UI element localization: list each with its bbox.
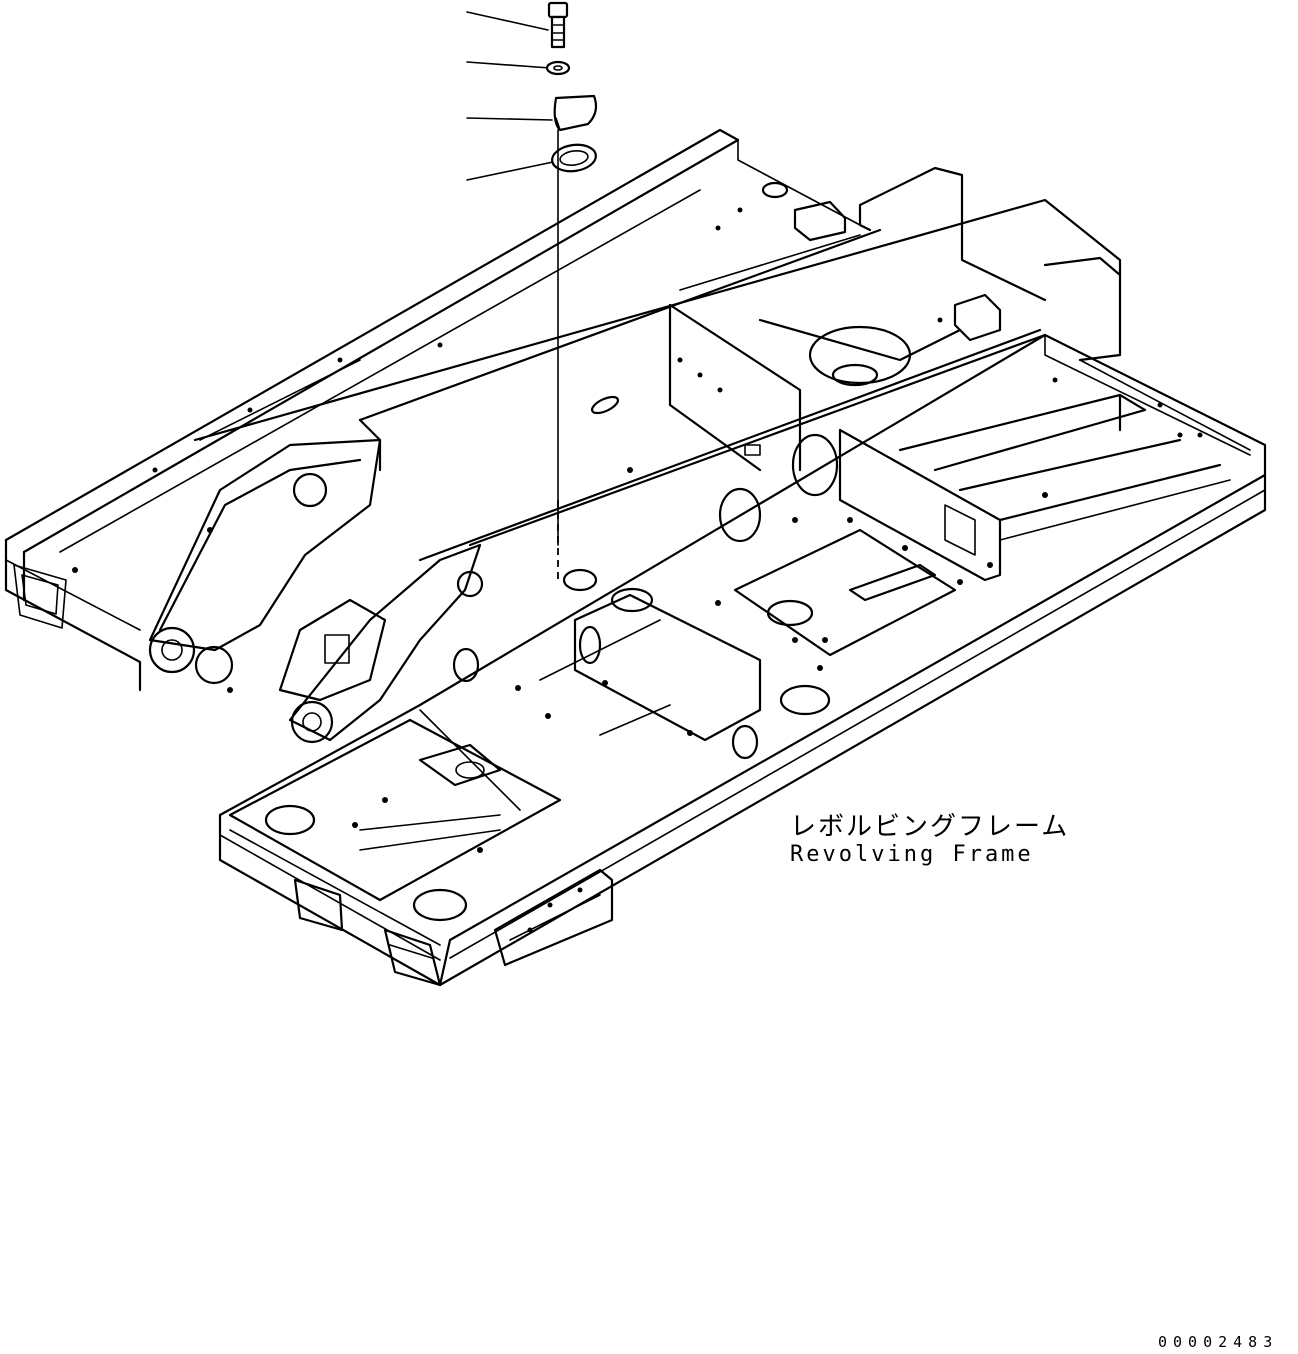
right-side-beam bbox=[218, 333, 1267, 987]
cover-plate-icon bbox=[553, 94, 598, 132]
rear-section bbox=[758, 166, 1122, 387]
leader-line-cover-plate bbox=[466, 117, 553, 121]
center-beams bbox=[193, 198, 1122, 562]
drawing-number: 00002483 bbox=[1158, 1333, 1279, 1351]
boom-foot-bracket bbox=[148, 438, 484, 744]
washer-icon bbox=[545, 60, 571, 76]
deck-plates bbox=[452, 428, 1002, 760]
leader-line-washer bbox=[466, 61, 551, 69]
exploded-parts-group bbox=[466, 1, 598, 580]
gasket-icon bbox=[551, 143, 597, 173]
cross-members bbox=[898, 393, 1231, 541]
rivet-dots bbox=[72, 207, 1203, 933]
front-chamber bbox=[228, 709, 562, 922]
part-label-japanese: レボルビングフレーム bbox=[790, 812, 1070, 842]
leader-line-bolt bbox=[466, 11, 549, 31]
frame-body bbox=[4, 128, 1267, 987]
left-side-beam bbox=[4, 128, 861, 692]
leader-line-gasket bbox=[466, 161, 554, 181]
bolt-icon bbox=[547, 1, 569, 49]
front-right-end bbox=[293, 868, 614, 987]
part-label-english: Revolving Frame bbox=[790, 842, 1034, 867]
